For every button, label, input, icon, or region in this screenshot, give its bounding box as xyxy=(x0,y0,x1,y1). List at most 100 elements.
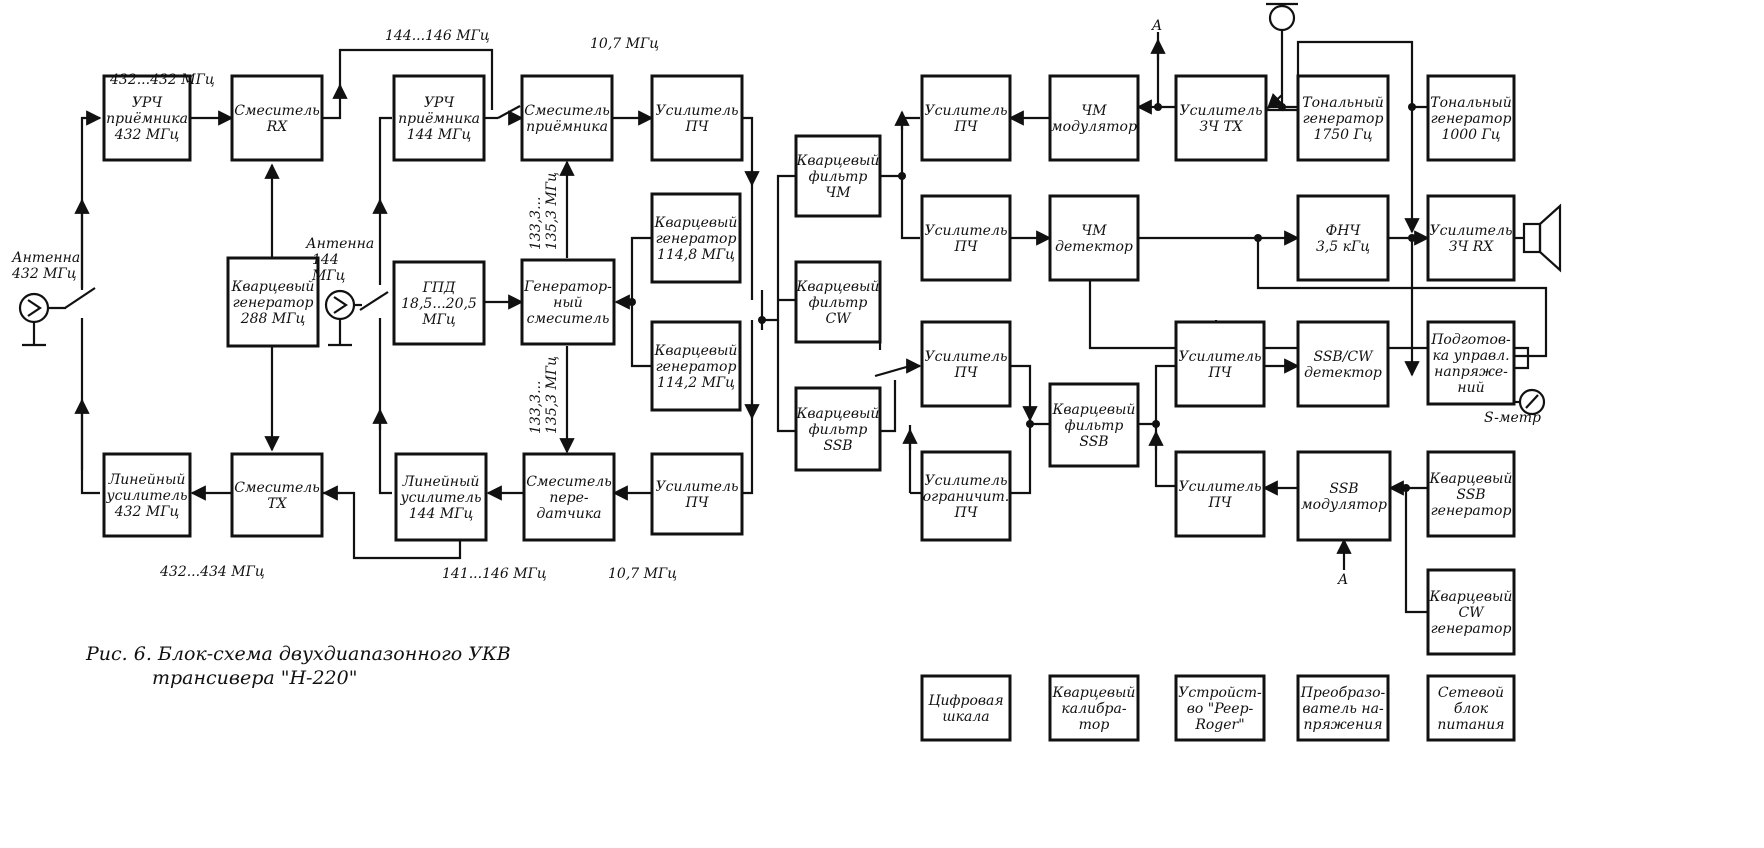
block-label-line: Преобразо- xyxy=(1300,685,1386,701)
block-frame xyxy=(1426,74,1516,162)
block-label-line: 3,5 кГц xyxy=(1316,239,1370,255)
block-label-line: генератор xyxy=(1431,621,1512,637)
block-label-line: ЧМ xyxy=(1081,103,1107,119)
block-label-line: Усилитель xyxy=(1178,479,1261,495)
block-label-line: питания xyxy=(1437,717,1504,733)
block-label-line: ный xyxy=(553,295,583,311)
svg-text:144: 144 xyxy=(312,252,339,268)
block-label-line: генератор xyxy=(656,359,737,375)
block-label-line: Тональный xyxy=(1430,95,1512,111)
block-label-line: Усилитель xyxy=(924,349,1007,365)
block-frame xyxy=(1174,450,1266,538)
block-label-line: Кварцевый xyxy=(654,343,738,359)
block-label-line: УРЧ xyxy=(424,95,456,111)
block-frame xyxy=(1174,320,1266,408)
block-frame xyxy=(392,260,486,346)
block-label-line: SSB xyxy=(823,438,852,454)
block-label-line: 18,5...20,5 xyxy=(401,296,477,312)
block-label-line: модулятор xyxy=(1301,497,1387,513)
antenna-144-icon xyxy=(324,289,362,347)
block-label-line: фильтр xyxy=(809,169,868,185)
block-label-line: ПЧ xyxy=(684,119,709,135)
block-frame xyxy=(102,74,192,162)
block-label-line: генератор xyxy=(1303,111,1384,127)
block-label-line: 1750 Гц xyxy=(1313,127,1372,143)
block-label-line: SSB xyxy=(1079,434,1108,450)
block-label-line: ЧМ xyxy=(825,185,851,201)
block-frame xyxy=(920,674,1012,742)
svg-text:Рис. 6. Блок-схема двухдиапазо: Рис. 6. Блок-схема двухдиапазонного УКВ xyxy=(85,643,511,665)
block-label-line: SSB/CW xyxy=(1313,349,1374,365)
svg-text:Антенна: Антенна xyxy=(305,236,374,252)
block-label-line: Смеситель xyxy=(526,474,612,490)
block-label-line: ГПД xyxy=(422,280,456,296)
svg-text:133,3...: 133,3... xyxy=(528,197,544,250)
block-label-line: Смеситель xyxy=(234,103,320,119)
block-label-line: приёмника xyxy=(526,119,608,135)
block-frame xyxy=(1426,320,1516,406)
block-label-line: Кварцевый xyxy=(1052,685,1136,701)
block-label-line: ПЧ xyxy=(953,365,978,381)
block-label-line: ПЧ xyxy=(953,505,978,521)
block-label-line: ПЧ xyxy=(684,495,709,511)
block-label-line: Смеситель xyxy=(234,480,320,496)
block-label-line: ка управл. xyxy=(1432,348,1509,364)
block-frame xyxy=(650,192,742,284)
block-frame xyxy=(920,320,1012,408)
block-frame xyxy=(650,320,742,412)
block-ctrlV: Подготов-ка управл.напряже-ний xyxy=(1426,320,1516,406)
block-label-line: фильтр xyxy=(809,422,868,438)
point-a-top-label: A xyxy=(1150,18,1162,34)
block-label-line: генератор xyxy=(656,231,737,247)
block-frame xyxy=(1296,194,1390,282)
freq-10-7-bot-label: 10,7 МГц xyxy=(608,566,677,582)
block-label-line: Усилитель xyxy=(924,223,1007,239)
block-label-line: приёмника xyxy=(106,111,188,127)
block-label-line: фильтр xyxy=(1065,418,1124,434)
svg-text:135,3 МГц: 135,3 МГц xyxy=(544,172,560,250)
block-label-line: 432 МГц xyxy=(114,127,180,143)
block-label-line: 432 МГц xyxy=(114,504,180,520)
frequency-labels: 432...432 МГц 144...146 МГц 10,7 МГц 432… xyxy=(109,18,1541,588)
block-label-line: 144 МГц xyxy=(407,127,472,143)
block-frame xyxy=(520,74,614,162)
block-label-line: фильтр xyxy=(809,295,868,311)
block-label-line: пере- xyxy=(549,490,589,506)
block-frame xyxy=(794,386,882,472)
block-label-line: RX xyxy=(266,119,289,135)
block-label-line: Усилитель xyxy=(924,103,1007,119)
block-label-line: Усилитель xyxy=(924,473,1007,489)
block-label-line: калибра- xyxy=(1061,701,1126,717)
block-frame xyxy=(394,452,488,542)
block-frame xyxy=(650,74,744,162)
freq-133-lower-label: 133,3... 135,3 МГц xyxy=(528,356,560,434)
freq-144-top-label: 144...146 МГц xyxy=(385,28,490,44)
block-label-line: генератор xyxy=(1431,503,1512,519)
block-label-line: ЧМ xyxy=(1081,223,1107,239)
block-frame xyxy=(1048,674,1140,742)
block-frame xyxy=(1174,674,1266,742)
freq-133-upper-label: 133,3... 135,3 МГц xyxy=(528,172,560,250)
